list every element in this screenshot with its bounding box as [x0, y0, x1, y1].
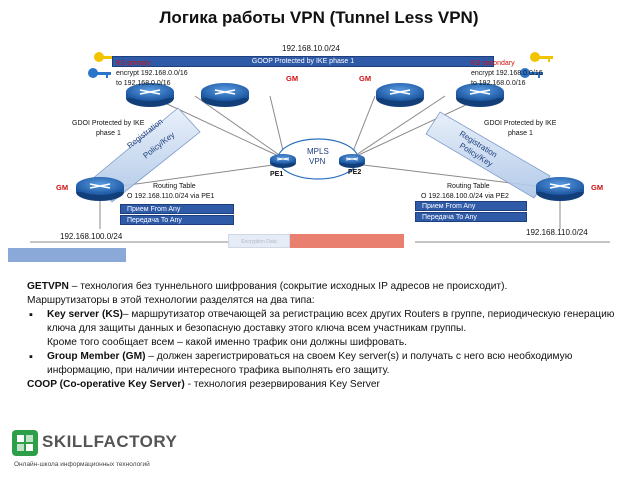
coop-rest: - технология резервирования Key Server: [184, 379, 380, 390]
gm-label-left: GM: [56, 183, 69, 192]
mpls-line1: MPLS: [307, 147, 329, 156]
intro-rest: – технология без туннельного шифрования …: [68, 281, 508, 292]
router-pe1: [270, 154, 296, 168]
types-line: Маршрутизаторы в этой технологии разделя…: [27, 295, 315, 306]
lan-box-2: [68, 248, 126, 262]
mpls-line2: VPN: [309, 157, 326, 166]
gm-bullet: Group Member (GM) – должен зарегистриров…: [27, 350, 627, 378]
routing-left-rx: Прием From Any: [120, 204, 234, 214]
router-gm-2: [376, 83, 424, 107]
routing-right-tx: Передача To Any: [415, 212, 527, 222]
coop-paragraph: COOP (Co-operative Key Server) - техноло…: [27, 378, 627, 392]
routing-right-route: O 192.168.100.0/24 via PE2: [421, 193, 509, 200]
gm-label-2: GM: [359, 74, 372, 83]
page-title: Логика работы VPN (Tunnel Less VPN): [159, 8, 479, 27]
ks-bold: Key server (KS): [47, 309, 123, 320]
router-gm-right: [536, 177, 584, 201]
gdoi-right-line2: phase 1: [508, 130, 533, 137]
ks-extra: Кроме того сообщает всем – какой именно …: [47, 337, 408, 348]
key-yellow-icon-right: [530, 52, 553, 62]
gdoi-tube-right: [425, 111, 551, 199]
ks-secondary-line1: encrypt 192.168.0.0/16: [471, 70, 543, 77]
packet-segment-3: [346, 234, 404, 248]
router-ks-primary: [126, 83, 174, 107]
routing-left-tx: Передача To Any: [120, 215, 234, 225]
network-diagram: 192.168.10.0/24 GOOP Protected by IKE ph…: [0, 34, 638, 274]
ks-primary-line1: encrypt 192.168.0.0/16: [116, 70, 188, 77]
gdoi-left-line2: phase 1: [96, 130, 121, 137]
packet-segment-2: [290, 234, 346, 248]
subnet-top: 192.168.10.0/24: [282, 44, 340, 53]
ks-secondary-name: KS secondary: [471, 60, 515, 67]
subnet-left: 192.168.100.0/24: [60, 232, 123, 241]
routing-left-route: O 192.168.110.0/24 via PE1: [127, 193, 215, 200]
gdoi-right-line1: GDOI Protected by IKE: [484, 120, 557, 127]
pe2-label: PE2: [348, 169, 362, 176]
router-gm-1: [201, 83, 249, 107]
subnet-right: 192.168.110.0/24: [526, 228, 588, 237]
logo-name: SKILLFACTORY: [42, 432, 178, 451]
intro-paragraph: GETVPN – технология без туннельного шифр…: [27, 280, 627, 294]
ks-bullet: Key server (KS)– маршрутизатор отвечающе…: [27, 308, 627, 336]
gm-label-1: GM: [286, 74, 299, 83]
key-blue-icon-right: [520, 68, 543, 78]
ks-primary-name: KS primary: [116, 60, 151, 67]
routing-right-title: Routing Table: [447, 183, 490, 190]
pe1-label: PE1: [270, 171, 284, 178]
ks-rest: – маршрутизатор отвечающей за регистраци…: [47, 309, 615, 334]
skillfactory-logo-icon: [12, 430, 38, 456]
ks-primary-line2: to 192.168.0.0/16: [116, 80, 171, 87]
diagram-graphics: [30, 52, 610, 243]
router-pe2: [339, 154, 365, 168]
logo-tagline: Онлайн-школа информационных технологий: [14, 461, 150, 468]
gdoi-left-line1: GDOI Protected by IKE: [72, 120, 145, 127]
coop-bar: GOOP Protected by IKE phase 1: [112, 56, 494, 67]
routing-right-rx: Прием From Any: [415, 201, 527, 211]
routing-left-title: Routing Table: [153, 183, 196, 190]
ks-secondary-line2: to 192.168.0.0/16: [471, 80, 526, 87]
gm-bold: Group Member (GM): [47, 351, 146, 362]
gm-label-right: GM: [591, 183, 604, 192]
footer: [0, 418, 638, 479]
coop-bold: COOP (Co-operative Key Server): [27, 379, 185, 390]
key-blue-icon-left: [88, 68, 111, 78]
gm-rest: – должен зарегистрироваться на своем Key…: [47, 351, 573, 376]
description-text: GETVPN – технология без туннельного шифр…: [27, 280, 627, 392]
router-gm-left: [76, 177, 124, 201]
router-ks-secondary: [456, 83, 504, 107]
lan-box-1: [8, 248, 68, 262]
packet-encryption-data: Encryption Data: [228, 234, 290, 248]
intro-bold: GETVPN: [27, 281, 69, 292]
